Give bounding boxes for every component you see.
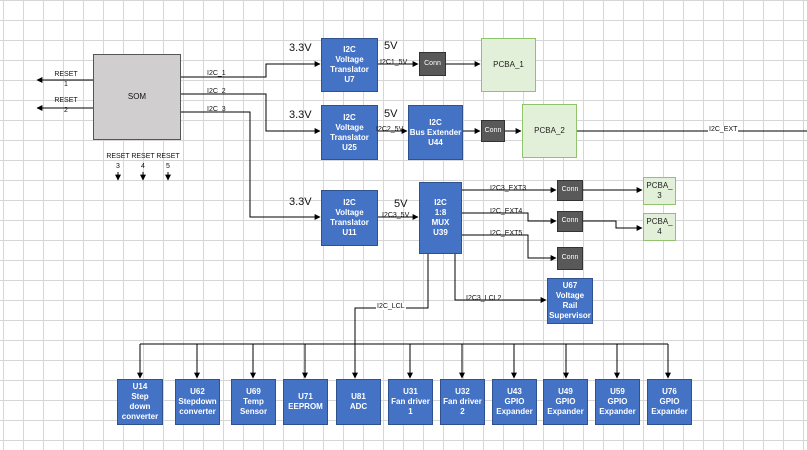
i2c-ext4-label: I2C_EXT4 xyxy=(490,208,523,215)
wire-ext5 xyxy=(462,234,557,261)
device-u31-fan-driver-1: U31 Fan driver 1 xyxy=(388,379,433,425)
connector-2: Conn xyxy=(481,120,505,142)
u11-output-voltage: 5V xyxy=(394,198,408,210)
device-u76-gpio-expander: U76 GPIO Expander xyxy=(647,379,692,425)
u7-output-voltage: 5V xyxy=(384,40,398,52)
voltage-translator-u25: I2C Voltage Translator U25 xyxy=(321,105,378,160)
som-module: SOM xyxy=(93,54,181,140)
voltage-translator-u7: I2C Voltage Translator U7 xyxy=(321,38,378,92)
reset-5-label: RESET 5 xyxy=(156,153,180,171)
reset-4-label: RESET 4 xyxy=(131,153,155,171)
connector-3: Conn xyxy=(557,180,583,201)
u25-output-voltage: 5V xyxy=(384,108,398,120)
i2c1-5v-label: I2C1_5V xyxy=(380,59,408,66)
pcba-4: PCBA_ 4 xyxy=(643,213,676,241)
i2c-mux-u39: I2C 1:8 MUX U39 xyxy=(419,182,462,254)
wire-i2c-1 xyxy=(180,61,321,78)
u11-input-voltage: 3.3V xyxy=(289,196,312,208)
reset-3-label: RESET 3 xyxy=(106,153,130,171)
i2c-lcl-label: I2C_LCL xyxy=(376,303,406,310)
pcba-2: PCBA_2 xyxy=(522,104,577,158)
connector-1: Conn xyxy=(419,52,446,76)
connector-5: Conn xyxy=(557,247,583,270)
device-u49-gpio-expander: U49 GPIO Expander xyxy=(543,379,588,425)
u25-input-voltage: 3.3V xyxy=(289,109,312,121)
pcba-1: PCBA_1 xyxy=(481,38,536,92)
voltage-rail-supervisor-u67: U67 Voltage Rail Supervisor xyxy=(547,278,593,324)
i2c3-ext3-label: I2C3_EXT3 xyxy=(490,185,527,192)
i2c-ext-label: I2C_EXT xyxy=(708,126,739,133)
device-u32-fan-driver-2: U32 Fan driver 2 xyxy=(440,379,485,425)
device-u69-temp-sensor: U69 Temp Sensor xyxy=(231,379,276,425)
wire-ext4 xyxy=(462,212,557,224)
wire-lcl2 xyxy=(454,254,547,303)
wire-i2c-2 xyxy=(180,93,321,134)
device-u59-gpio-expander: U59 GPIO Expander xyxy=(595,379,640,425)
u7-input-voltage: 3.3V xyxy=(289,42,312,54)
voltage-translator-u11: I2C Voltage Translator U11 xyxy=(321,190,378,246)
device-u81-adc: U81 ADC xyxy=(336,379,381,425)
device-u14-step-down-converter: U14 Step down converter xyxy=(117,379,163,425)
i2c-ext5-label: I2C_EXT5 xyxy=(490,230,523,237)
i2c-1-label: I2C_1 xyxy=(207,70,226,77)
i2c3-lcl2-label: I2C3_LCL2 xyxy=(466,295,502,302)
reset-2-label: RESET 2 xyxy=(54,97,78,115)
device-u62-stepdown-converter: U62 Stepdown converter xyxy=(175,379,220,425)
connector-4: Conn xyxy=(557,211,583,232)
bus-extender-u44: I2C Bus Extender U44 xyxy=(408,105,463,160)
device-u71-eeprom: U71 EEPROM xyxy=(283,379,328,425)
i2c3-5v-label: I2C3_5V xyxy=(382,212,410,219)
wire-lcl xyxy=(354,254,429,344)
pcba-3: PCBA_ 3 xyxy=(643,177,676,205)
i2c2-5v-label: I2C2_5V xyxy=(376,126,404,133)
wire-i2c-3 xyxy=(180,111,321,220)
device-u43-gpio-expander: U43 GPIO Expander xyxy=(492,379,537,425)
i2c-2-label: I2C_2 xyxy=(207,88,226,95)
wire-conn4-pcba4 xyxy=(583,220,643,231)
reset-1-label: RESET 1 xyxy=(54,71,78,89)
i2c-3-label: I2C_3 xyxy=(207,106,226,113)
